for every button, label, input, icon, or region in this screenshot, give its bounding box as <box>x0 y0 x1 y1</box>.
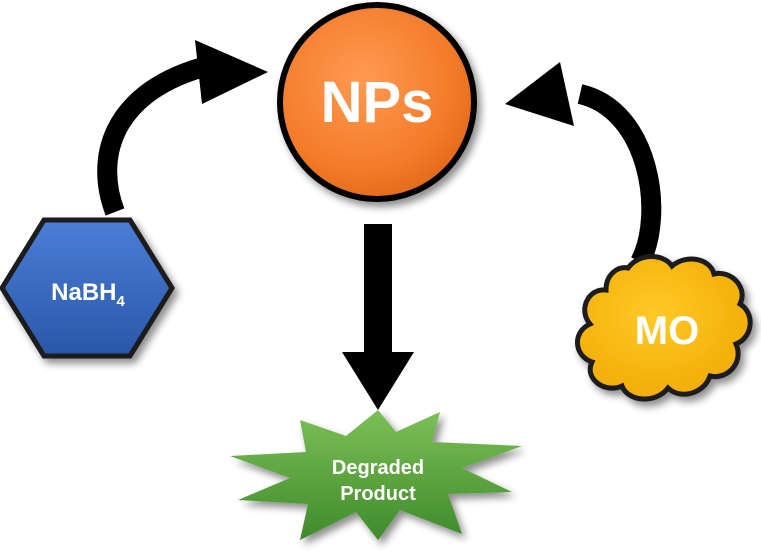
arrow-mo-to-nps <box>505 62 662 267</box>
nabh4-label: NaBH4 <box>51 279 125 310</box>
nps-circle <box>277 2 477 202</box>
mo-label: MO <box>635 309 699 353</box>
product-label-line2: Product <box>340 483 416 505</box>
arrow-down-head <box>342 352 414 410</box>
arrow-nabh4-head <box>195 40 268 104</box>
arrow-down-shaft <box>364 224 392 354</box>
mo-node: MO <box>575 254 753 402</box>
nabh4-label-subscript: 4 <box>117 293 126 310</box>
mo-cloud <box>575 254 753 402</box>
arrow-nabh4-shaft <box>97 58 204 216</box>
nabh4-hexagon <box>0 217 175 359</box>
product-label-line1: Degraded <box>332 457 424 479</box>
nps-label: NPs <box>321 70 434 135</box>
arrow-nps-to-product <box>342 224 414 410</box>
arrow-nabh4-to-nps <box>97 40 268 216</box>
product-node: Degraded Product <box>230 410 522 540</box>
product-starburst <box>230 410 522 540</box>
nabh4-node: NaBH4 <box>0 217 175 359</box>
nabh4-label-main: NaBH <box>51 279 116 306</box>
nps-node: NPs <box>277 2 477 202</box>
arrow-mo-shaft <box>577 84 662 267</box>
arrow-mo-head <box>505 62 574 126</box>
